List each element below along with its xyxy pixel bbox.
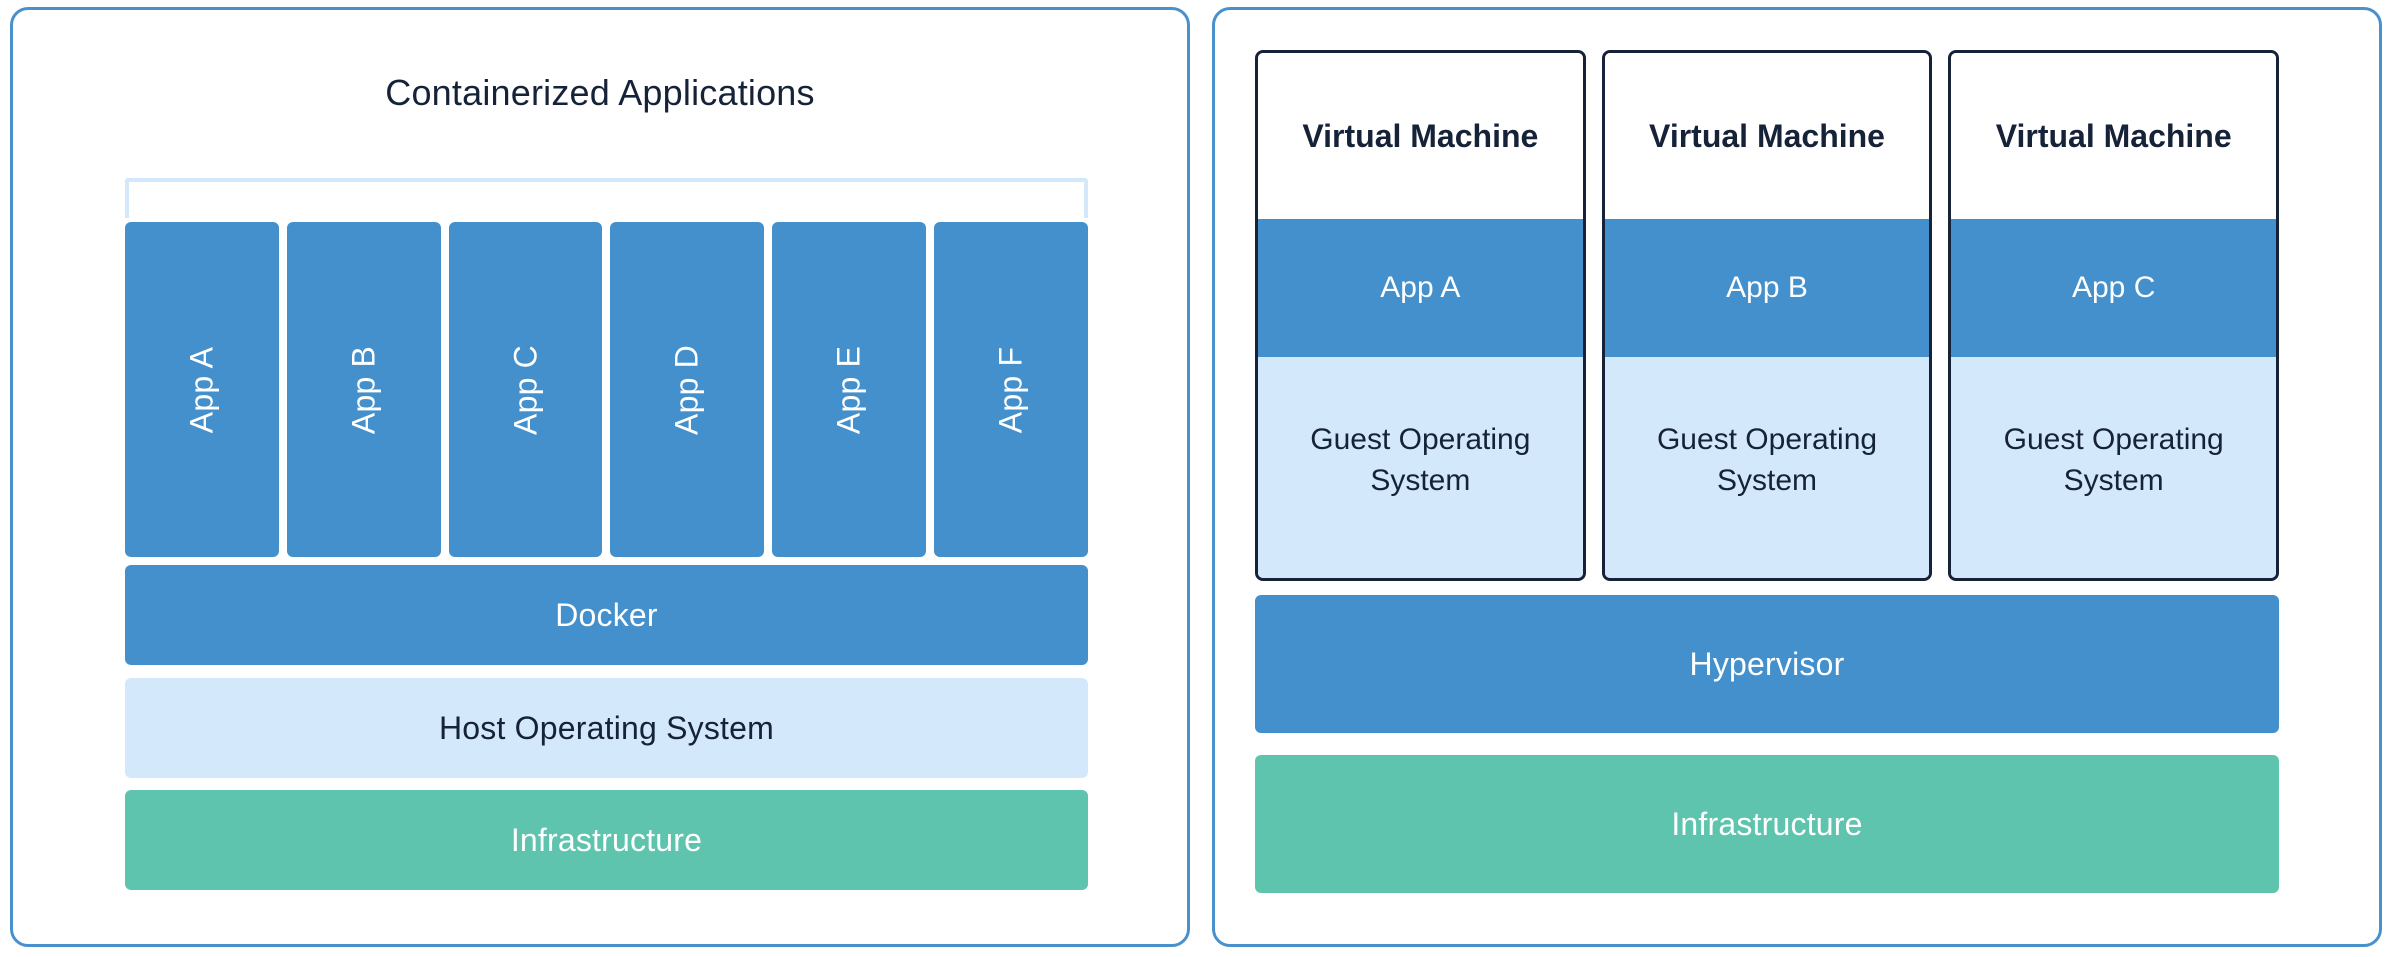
app-column-e[interactable]: App E [772, 222, 927, 557]
app-column-f[interactable]: App F [934, 222, 1088, 557]
app-columns-group: App A App B App C App D App E App F [125, 222, 1088, 557]
docker-layer[interactable]: Docker [125, 565, 1088, 665]
containers-panel: Containerized Applications App A App B A… [10, 7, 1190, 947]
app-column-d-label: App D [668, 344, 705, 435]
virtual-machines-panel: Virtual Machine App A Guest Operating Sy… [1212, 7, 2382, 947]
infrastructure-layer-vms[interactable]: Infrastructure [1255, 755, 2279, 893]
hypervisor-layer[interactable]: Hypervisor [1255, 595, 2279, 733]
vm-box-3[interactable]: Virtual Machine App C Guest Operating Sy… [1948, 50, 2280, 581]
vm-box-1-app: App A [1258, 219, 1583, 357]
app-column-c-label: App C [507, 344, 544, 435]
app-column-e-label: App E [830, 345, 867, 434]
vm-box-1-guest-os: Guest Operating System [1258, 357, 1583, 578]
app-column-c[interactable]: App C [448, 222, 603, 557]
vm-row: Virtual Machine App A Guest Operating Sy… [1255, 50, 2280, 581]
app-column-a-label: App A [183, 346, 220, 433]
vm-box-1-title: Virtual Machine [1258, 53, 1583, 219]
app-column-a[interactable]: App A [125, 222, 279, 557]
app-column-d[interactable]: App D [610, 222, 765, 557]
infrastructure-layer-containers[interactable]: Infrastructure [125, 790, 1088, 890]
vm-box-2-title: Virtual Machine [1604, 53, 1930, 219]
container-bracket [125, 178, 1088, 218]
page-title: Containerized Applications [385, 72, 815, 113]
vm-box-2[interactable]: Virtual Machine App B Guest Operating Sy… [1601, 50, 1933, 581]
vm-box-2-app: App B [1604, 219, 1930, 357]
vm-box-3-guest-os: Guest Operating System [1951, 357, 2277, 578]
app-column-b-label: App B [345, 345, 382, 434]
host-operating-system-layer[interactable]: Host Operating System [125, 678, 1088, 778]
app-column-f-label: App F [992, 346, 1029, 433]
vm-box-3-app: App C [1951, 219, 2277, 357]
vm-box-2-guest-os: Guest Operating System [1604, 357, 1930, 578]
vm-box-1[interactable]: Virtual Machine App A Guest Operating Sy… [1255, 50, 1586, 581]
app-column-b[interactable]: App B [286, 222, 441, 557]
vm-box-3-title: Virtual Machine [1951, 53, 2277, 219]
